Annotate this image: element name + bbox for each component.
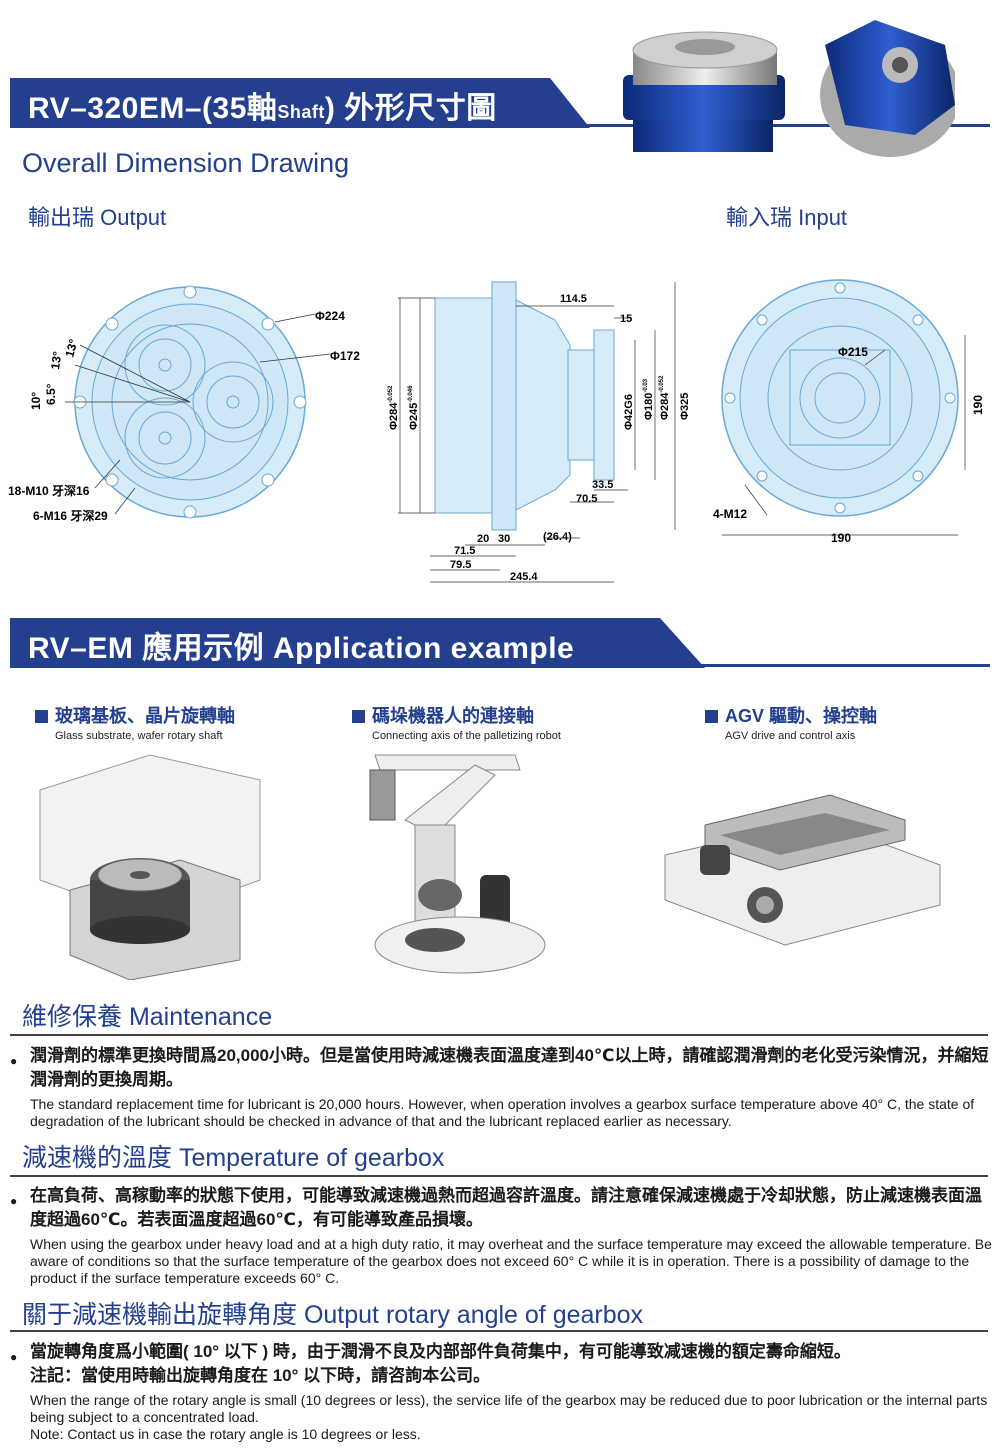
- maintenance-rule: [10, 1034, 988, 1036]
- temperature-heading: 減速機的溫度 Temperature of gearbox: [22, 1144, 445, 1172]
- example-robot: 碼垛機器人的連接軸 Connecting axis of the palleti…: [352, 702, 561, 742]
- label-m12: 4-M12: [713, 507, 747, 521]
- svg-text:Φ284-0.052: Φ284-0.052: [388, 385, 400, 430]
- label-angle-10: 10°: [29, 392, 43, 410]
- label-d42: Φ42G6: [623, 394, 635, 430]
- output-view-drawing: Φ224 Φ172 13° 13° 10° 6.5° 18-M10 牙深16 6…: [8, 285, 360, 523]
- label-l705: 70.5: [576, 493, 597, 505]
- example-glass: 玻璃基板、晶片旋轉軸 Glass substrate, wafer rotary…: [35, 702, 235, 742]
- svg-text:Φ284-0.052: Φ284-0.052: [659, 375, 671, 420]
- label-d180: Φ180: [643, 393, 655, 420]
- application-title: RV–EM 應用示例 Application example: [28, 632, 575, 665]
- svg-text:Φ245-0.046: Φ245-0.046: [408, 385, 420, 430]
- maintenance-heading: 維修保養 Maintenance: [22, 1003, 273, 1031]
- label-h190: 190: [971, 395, 985, 415]
- glass-substrate-illustration: [39, 754, 261, 980]
- input-label: 輸入瑞 Input: [726, 205, 848, 230]
- output-label: 輸出瑞 Output: [28, 205, 167, 230]
- label-l30: 30: [498, 533, 510, 545]
- label-l264: (26.4): [543, 531, 572, 543]
- rotary-heading: 關于減速機輸出旋轉角度 Output rotary angle of gearb…: [22, 1301, 644, 1329]
- label-m10: 18-M10 牙深16: [8, 483, 90, 498]
- label-d245: Φ245: [408, 403, 420, 430]
- label-angle-13b: 13°: [48, 350, 64, 370]
- rotary-text: 當旋轉角度爲小範圍( 10° 以下 ) 時，由于潤滑不良及内部部件負荷集中，有可…: [10, 1340, 992, 1443]
- label-d284a-tol: -0.052: [388, 385, 394, 403]
- robot-illustration: [369, 754, 546, 974]
- input-view-drawing: Φ215 4-M12 190 190: [713, 279, 985, 545]
- label-d172: Φ172: [330, 349, 360, 363]
- label-d245-tol: -0.046: [408, 385, 414, 403]
- rotary-note-zh: 注記：當使用時輸出旋轉角度在 10° 以下時，請咨詢本公司。: [30, 1366, 491, 1385]
- temperature-text: 在高負荷、高稼動率的狀態下使用，可能導致減速機過熱而超過容許溫度。請注意確保減速…: [10, 1184, 992, 1287]
- label-l15: 15: [620, 313, 632, 325]
- label-d284a: Φ284: [388, 402, 400, 430]
- label-l1145: 114.5: [560, 293, 587, 305]
- dimension-heading: Overall Dimension Drawing: [22, 148, 350, 178]
- label-l20: 20: [477, 533, 489, 545]
- label-l715: 71.5: [454, 545, 475, 557]
- label-d284b: Φ284: [659, 392, 671, 420]
- label-d284b-tol: -0.052: [659, 375, 665, 393]
- agv-illustration: [664, 794, 941, 946]
- rotary-note-en: Note: Contact us in case the rotary angl…: [30, 1426, 421, 1442]
- application-banner: RV–EM 應用示例 Application example: [10, 618, 990, 668]
- label-m16: 6-M16 牙深29: [33, 508, 108, 523]
- maintenance-text: 潤滑劑的標準更換時間爲20,000小時。但是當使用時減速機表面溫度達到40℃以上…: [10, 1044, 992, 1130]
- product-photo: [623, 20, 955, 157]
- label-d180-tol: -0.03: [643, 378, 649, 392]
- label-l795: 79.5: [450, 559, 471, 571]
- label-d224: Φ224: [315, 309, 345, 323]
- rotary-rule: [10, 1330, 988, 1332]
- title-banner: RV–320EM–(35軸Shaft) 外形尺寸圖: [10, 78, 990, 128]
- label-angle-13a: 13°: [62, 337, 80, 358]
- label-l2454: 245.4: [510, 571, 538, 583]
- example-agv: AGV 驅動、操控軸 AGV drive and control axis: [705, 702, 877, 742]
- svg-text:Φ180-0.03: Φ180-0.03: [643, 378, 655, 420]
- label-d325: Φ325: [679, 393, 691, 420]
- label-d215: Φ215: [838, 345, 868, 359]
- label-angle-65: 6.5°: [44, 383, 58, 405]
- side-view-drawing: 114.5 15 33.5 70.5 20 30 (26.4) 71.5 79.…: [388, 281, 691, 583]
- label-l335: 33.5: [592, 479, 613, 491]
- temperature-rule: [10, 1175, 988, 1177]
- label-w190: 190: [831, 531, 851, 545]
- page-title: RV–320EM–(35軸Shaft) 外形尺寸圖: [28, 92, 497, 125]
